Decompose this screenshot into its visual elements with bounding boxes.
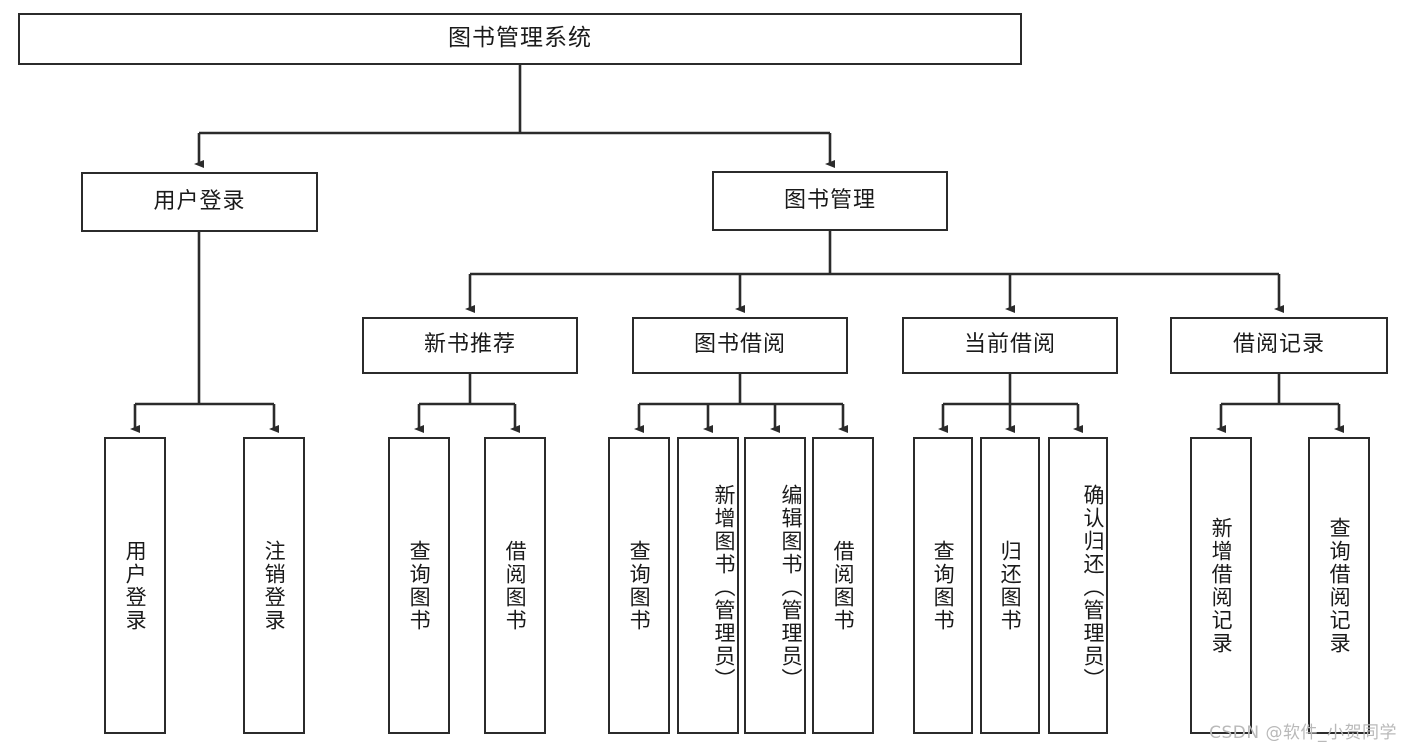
leaf-borrow-book-recommend[interactable]: 借阅图书 bbox=[484, 437, 546, 734]
node-label: 用户登录 bbox=[123, 539, 148, 632]
leaf-query-book-recommend[interactable]: 查询图书 bbox=[388, 437, 450, 734]
node-label: 注销登录 bbox=[262, 539, 287, 632]
edge-group-records bbox=[1216, 374, 1344, 433]
node-label: 当前借阅 bbox=[963, 332, 1056, 358]
node-label: 查询借阅记录 bbox=[1327, 516, 1352, 655]
csdn-watermark: CSDN @软件_小贺同学 bbox=[1209, 723, 1397, 743]
leaf-query-book-borrow[interactable]: 查询图书 bbox=[608, 437, 670, 734]
node-label: 用户登录 bbox=[153, 188, 246, 214]
node-book-management[interactable]: 图书管理 bbox=[712, 171, 948, 231]
node-label: 图书借阅 bbox=[693, 332, 786, 358]
node-label: 查询图书 bbox=[627, 539, 652, 632]
node-new-book-recommend[interactable]: 新书推荐 bbox=[362, 317, 578, 374]
node-label: 归还图书 bbox=[998, 539, 1023, 632]
node-label: 查询图书 bbox=[931, 539, 956, 632]
node-label: 借阅图书 bbox=[831, 539, 856, 632]
edge-group-new-books bbox=[414, 374, 520, 433]
edge-group-borrow bbox=[634, 374, 848, 433]
leaf-query-book-current[interactable]: 查询图书 bbox=[913, 437, 973, 734]
node-label: 新增借阅记录 bbox=[1209, 516, 1234, 655]
leaf-logout[interactable]: 注销登录 bbox=[243, 437, 305, 734]
leaf-edit-book-admin[interactable]: 编辑图书（管理员） bbox=[744, 437, 806, 734]
node-label: 借阅图书 bbox=[503, 539, 528, 632]
node-label: 编辑图书（管理员） bbox=[779, 484, 803, 691]
leaf-user-login[interactable]: 用户登录 bbox=[104, 437, 166, 734]
node-user-login[interactable]: 用户登录 bbox=[81, 172, 318, 232]
node-label: 图书管理 bbox=[783, 187, 876, 213]
node-label: 借阅记录 bbox=[1232, 332, 1325, 358]
leaf-query-borrow-record[interactable]: 查询借阅记录 bbox=[1308, 437, 1370, 734]
leaf-add-borrow-record[interactable]: 新增借阅记录 bbox=[1190, 437, 1252, 734]
edge-group-current-borrow bbox=[938, 374, 1083, 433]
leaf-add-book-admin[interactable]: 新增图书（管理员） bbox=[677, 437, 739, 734]
node-root-system[interactable]: 图书管理系统 bbox=[18, 13, 1022, 65]
edge-group-user-login bbox=[130, 232, 279, 433]
node-current-borrow[interactable]: 当前借阅 bbox=[902, 317, 1118, 374]
leaf-borrow-book[interactable]: 借阅图书 bbox=[812, 437, 874, 734]
edge-group-book-manage bbox=[465, 231, 1284, 313]
node-label: 新书推荐 bbox=[423, 332, 516, 358]
node-label: 图书管理系统 bbox=[448, 25, 592, 52]
node-label: 新增图书（管理员） bbox=[712, 484, 736, 691]
node-label: 确认归还（管理员） bbox=[1081, 484, 1105, 691]
node-borrow-records[interactable]: 借阅记录 bbox=[1170, 317, 1388, 374]
node-label: 查询图书 bbox=[407, 539, 432, 632]
edge-group-root bbox=[194, 65, 835, 168]
leaf-confirm-return-admin[interactable]: 确认归还（管理员） bbox=[1048, 437, 1108, 734]
leaf-return-book[interactable]: 归还图书 bbox=[980, 437, 1040, 734]
node-book-borrow[interactable]: 图书借阅 bbox=[632, 317, 848, 374]
